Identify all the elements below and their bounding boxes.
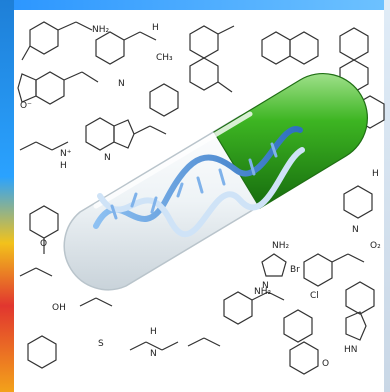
- frame-right-edge: [384, 0, 390, 392]
- capsule: [63, 73, 368, 291]
- label-n-plus: N⁺: [60, 149, 72, 159]
- label-o-bot: O: [322, 359, 329, 369]
- label-n-mid: N: [262, 281, 269, 291]
- label-h-a: H: [152, 23, 159, 33]
- frame-top-stripe: [0, 0, 390, 10]
- label-nh2-top: NH₂: [92, 25, 110, 35]
- label-o-right: O₂: [370, 241, 381, 251]
- label-n-right: N: [352, 225, 359, 235]
- label-n-a: N: [118, 79, 125, 89]
- label-n-bot: N: [150, 349, 157, 359]
- label-nh2-b: NH₂: [254, 287, 272, 297]
- label-n-b: N: [104, 153, 111, 163]
- label-cl: Cl: [310, 291, 319, 301]
- label-br: Br: [290, 265, 300, 275]
- molecule-labels: NH₂ CH₃ H N N N⁺ H O⁻ O H N O₂ NH₂ Br N …: [20, 23, 381, 369]
- label-o-a: O: [40, 239, 47, 249]
- label-nh2-mid: NH₂: [272, 241, 290, 251]
- label-h-b: H: [60, 161, 67, 171]
- molecule-lines: [17, 21, 385, 375]
- label-hn: HN: [344, 345, 358, 355]
- frame-left-stripe: [0, 0, 14, 392]
- label-h-bot: H: [150, 327, 157, 337]
- dna-helix: [93, 126, 305, 238]
- label-s: S: [98, 339, 104, 349]
- label-o-minus: O⁻: [20, 101, 32, 111]
- label-h-right: H: [372, 169, 379, 179]
- label-ch3: CH₃: [156, 53, 173, 63]
- label-oh: OH: [52, 303, 66, 313]
